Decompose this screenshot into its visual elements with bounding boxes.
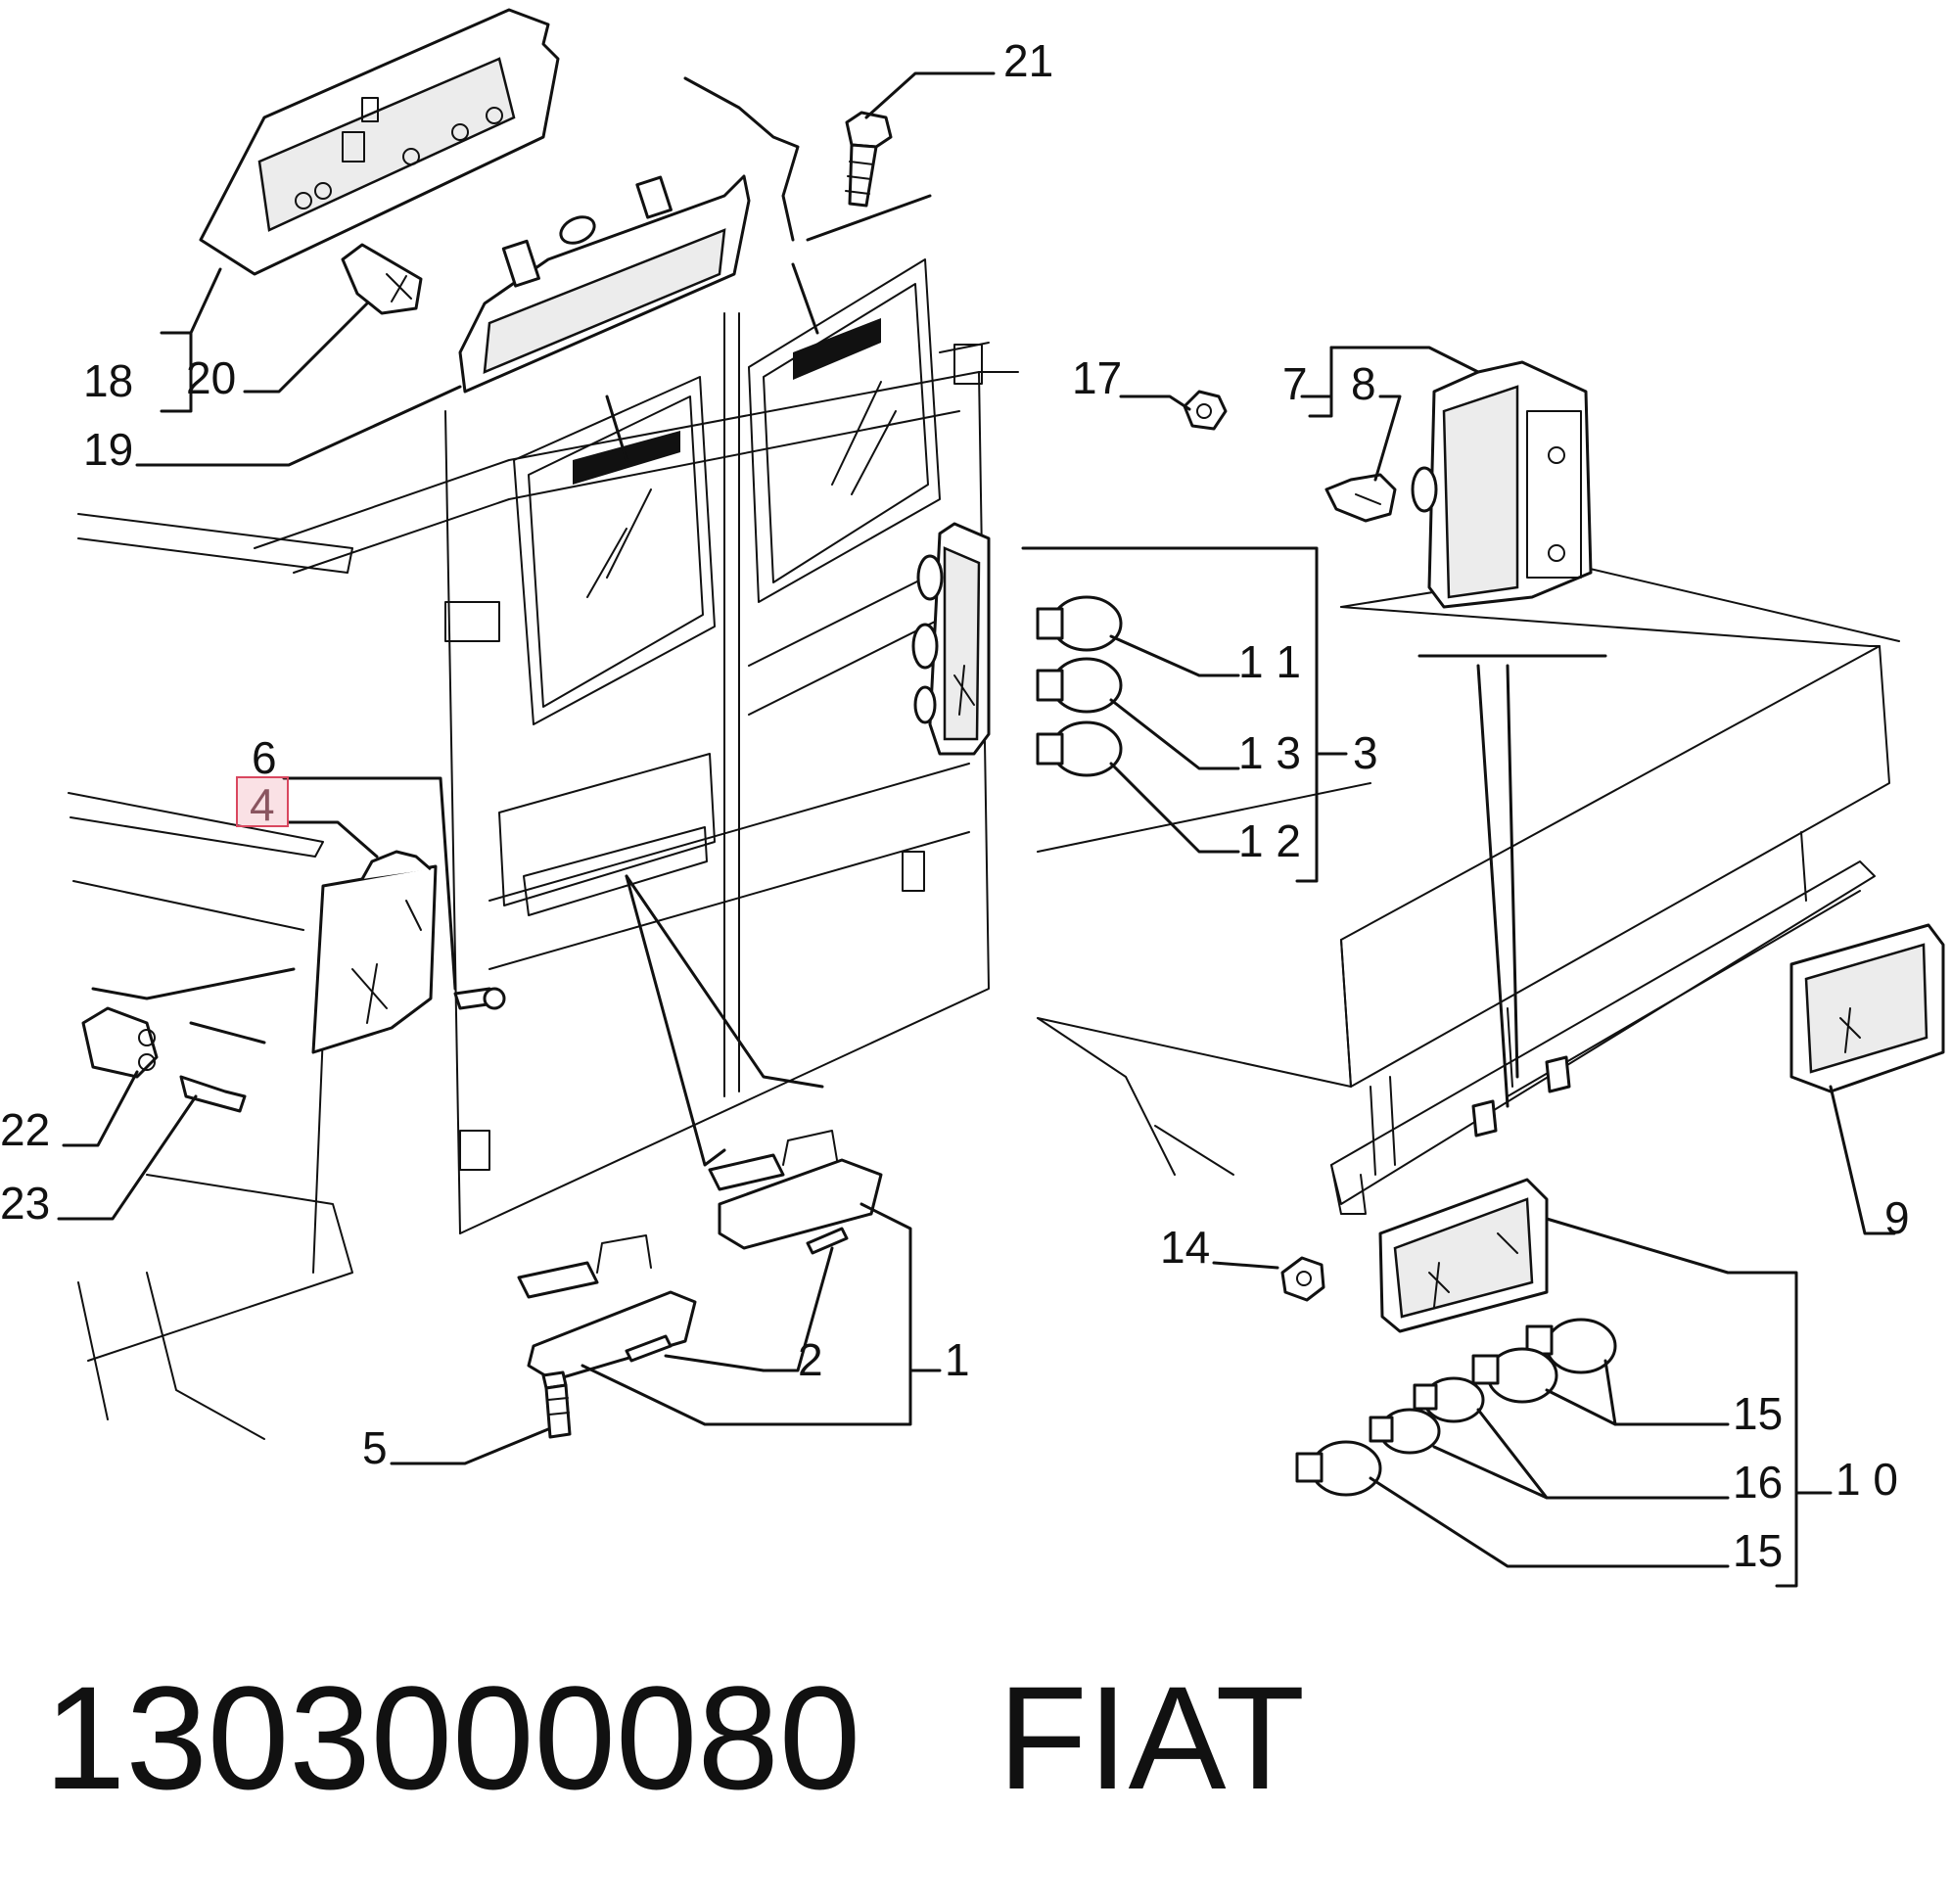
callout-16[interactable]: 16 <box>1733 1457 1783 1508</box>
connector-22 <box>81 1006 159 1079</box>
bulb-16-lower <box>1369 1408 1441 1455</box>
highlight-box-4 <box>236 776 289 827</box>
plate-light-lower <box>517 1234 697 1382</box>
bulb-13 <box>1036 657 1123 714</box>
callout-21[interactable]: 21 <box>1003 35 1053 86</box>
callout-13[interactable]: 1 3 <box>1238 727 1301 778</box>
callout-12[interactable]: 1 2 <box>1238 815 1301 866</box>
third-brake-light <box>458 174 751 394</box>
bulb-12 <box>1036 720 1123 777</box>
callout-10[interactable]: 1 0 <box>1835 1454 1898 1505</box>
callout-14[interactable]: 14 <box>1160 1222 1210 1273</box>
festoon-bulb-lower <box>625 1334 673 1363</box>
brand-name: FIAT <box>998 1655 1306 1820</box>
callout-5[interactable]: 5 <box>362 1422 388 1473</box>
callout-20[interactable]: 20 <box>186 352 236 403</box>
callout-3[interactable]: 3 <box>1353 727 1378 778</box>
bulb-15-lower <box>1295 1440 1382 1497</box>
callout-8[interactable]: 8 <box>1351 358 1376 409</box>
bulb-15-upper <box>1525 1318 1617 1374</box>
festoon-bulb-upper <box>806 1227 849 1255</box>
nut-14 <box>1280 1256 1325 1302</box>
callout-labels: 21 18 20 19 17 7 8 1 1 1 3 3 1 2 6 4 22 … <box>0 35 1910 1576</box>
leader-lines <box>57 71 1896 1588</box>
callout-23[interactable]: 23 <box>0 1178 50 1229</box>
clip-23 <box>179 1075 247 1113</box>
bulb-16-upper <box>1413 1376 1485 1423</box>
callout-22[interactable]: 22 <box>0 1104 50 1155</box>
part-number: 1303000080 <box>44 1655 861 1820</box>
bulb-20 <box>341 243 423 315</box>
callout-6[interactable]: 6 <box>252 732 277 783</box>
screw-5 <box>541 1370 572 1439</box>
screw-6 <box>453 987 506 1010</box>
callout-9[interactable]: 9 <box>1884 1192 1910 1243</box>
side-rear-light-3 <box>911 522 991 756</box>
nut-17 <box>1183 390 1228 431</box>
rear-lamp-10 <box>1378 1178 1549 1333</box>
caption: 1303000080 FIAT <box>44 1654 1305 1821</box>
plate-light-upper <box>708 1130 883 1250</box>
callout-1[interactable]: 1 <box>945 1334 970 1385</box>
bolt-21 <box>845 111 893 208</box>
lamp-lens-4 <box>311 850 438 1054</box>
right-door-window <box>748 258 946 716</box>
callout-7[interactable]: 7 <box>1282 358 1308 409</box>
callout-4[interactable]: 4 <box>250 779 275 830</box>
bed-clips <box>1471 1055 1571 1138</box>
bulb-11 <box>1036 595 1123 652</box>
callout-18[interactable]: 18 <box>83 355 133 406</box>
callout-15-upper[interactable]: 15 <box>1733 1388 1783 1439</box>
callout-11[interactable]: 1 1 <box>1238 636 1301 687</box>
bulb-8 <box>1324 473 1397 523</box>
truck-bed <box>1037 567 1900 1215</box>
left-door-window <box>498 376 716 916</box>
callout-2[interactable]: 2 <box>798 1334 823 1385</box>
parts-diagram: 21 18 20 19 17 7 8 1 1 1 3 3 1 2 6 4 22 … <box>0 8 1945 1588</box>
bulb-15-middle <box>1471 1347 1558 1404</box>
high-mount-housing <box>199 8 560 276</box>
callout-19[interactable]: 19 <box>83 424 133 475</box>
rear-lamp-9 <box>1789 923 1945 1093</box>
van-body <box>68 312 1019 1440</box>
callout-17[interactable]: 17 <box>1072 352 1122 403</box>
callout-15-lower[interactable]: 15 <box>1733 1525 1783 1576</box>
rear-light-7 <box>1411 360 1593 609</box>
